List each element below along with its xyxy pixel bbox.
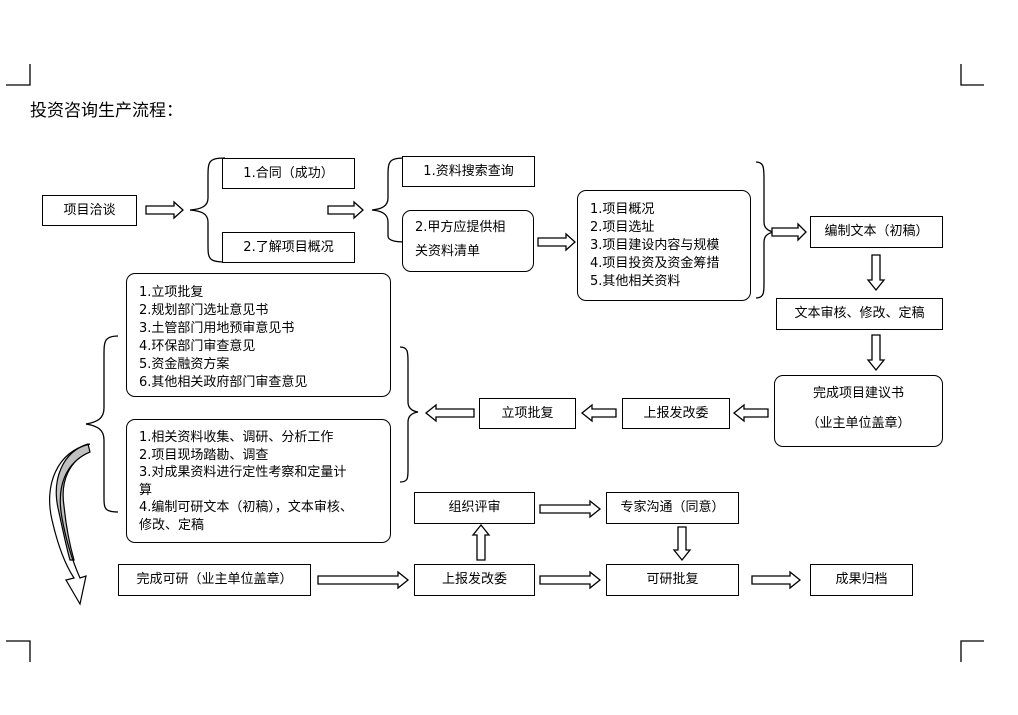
arrow-r-1 — [145, 200, 184, 220]
approval-item: 1.立项批复 — [139, 285, 204, 300]
arrow-r-6 — [539, 570, 602, 590]
page-title: 投资咨询生产流程： — [30, 101, 183, 121]
node-research-list: 1.相关资料收集、调研、分析工作 2.项目现场踏勘、调查 3.对成果资料进行定性… — [126, 419, 391, 543]
node-report-ndrc-2: 上报发改委 — [414, 564, 535, 596]
brace-5 — [85, 335, 119, 513]
arrow-l-2 — [580, 403, 617, 423]
research-item: 4.编制可研文本（初稿），文本审核、 — [139, 500, 353, 515]
node-review: 文本审核、修改、定稿 — [776, 298, 943, 330]
node-archive: 成果归档 — [810, 564, 913, 596]
arrow-u-1 — [471, 523, 491, 561]
brace-2 — [371, 157, 406, 243]
overview-item: 3.项目建设内容与规模 — [590, 238, 720, 253]
node-approval: 立项批复 — [479, 398, 576, 429]
arrow-r-4 — [771, 222, 807, 242]
corner-mark-bl — [6, 640, 31, 662]
arrow-r-7 — [539, 499, 602, 519]
proposal-line-1: 完成项目建议书 — [812, 386, 904, 401]
node-fs-approval: 可研批复 — [606, 564, 739, 596]
node-organize-review: 组织评审 — [414, 492, 535, 524]
approval-item: 2.规划部门选址意见书 — [139, 303, 269, 318]
arrow-l-1 — [732, 403, 769, 423]
brace-3 — [755, 161, 775, 299]
client-docs-line-1: 2.甲方应提供相 — [415, 220, 506, 235]
node-understand: 2.了解项目概况 — [222, 232, 355, 263]
approval-item: 5.资金融资方案 — [139, 357, 230, 372]
arrow-r-3 — [537, 232, 576, 252]
curved-arrow-outline — [49, 443, 91, 606]
node-negotiation: 项目洽谈 — [42, 195, 137, 226]
corner-mark-br — [960, 640, 984, 662]
node-draft: 编制文本（初稿） — [810, 216, 943, 248]
node-report-ndrc-1: 上报发改委 — [622, 398, 730, 429]
arrow-d-1 — [866, 254, 886, 292]
overview-item: 1.项目概况 — [590, 202, 655, 217]
node-feasibility-done: 完成可研（业主单位盖章） — [118, 564, 311, 596]
approval-item: 3.土管部门用地预审意见书 — [139, 321, 295, 336]
node-expert: 专家沟通（同意） — [606, 492, 739, 524]
arrow-r-5 — [317, 570, 410, 590]
overview-item: 2.项目选址 — [590, 220, 655, 235]
node-proposal: 完成项目建议书 （业主单位盖章） — [774, 375, 943, 447]
corner-mark-tl — [6, 64, 31, 86]
research-item: 2.项目现场踏勘、调查 — [139, 447, 269, 463]
arrow-l-3 — [424, 403, 475, 423]
node-search: 1.资料搜索查询 — [402, 156, 535, 187]
overview-item: 5.其他相关资料 — [590, 274, 681, 289]
arrow-r-8 — [751, 570, 802, 590]
overview-item: 4.项目投资及资金筹措 — [590, 256, 720, 271]
brace-1 — [189, 157, 226, 263]
node-client-docs: 2.甲方应提供相 关资料清单 — [402, 210, 534, 272]
client-docs-line-2: 关资料清单 — [415, 244, 481, 259]
approval-item: 4.环保部门审查意见 — [139, 339, 256, 354]
corner-mark-tr — [960, 64, 984, 86]
arrow-r-2 — [327, 200, 364, 220]
node-approval-list: 1.立项批复 2.规划部门选址意见书 3.土管部门用地预审意见书 4.环保部门审… — [126, 273, 391, 397]
approval-item: 6.其他相关政府部门审查意见 — [139, 375, 308, 390]
research-item: 修改、定稿 — [139, 517, 205, 533]
arrow-d-3 — [672, 526, 692, 562]
research-item: 3.对成果资料进行定性考察和定量计 — [139, 465, 347, 480]
node-overview-list: 1.项目概况 2.项目选址 3.项目建设内容与规模 4.项目投资及资金筹措 5.… — [577, 190, 751, 301]
research-item: 算 — [139, 482, 153, 498]
research-item: 1.相关资料收集、调研、分析工作 — [139, 430, 334, 445]
node-contract: 1.合同（成功） — [222, 158, 355, 189]
proposal-line-2: （业主单位盖章） — [806, 416, 911, 431]
arrow-d-2 — [866, 334, 886, 372]
brace-4 — [399, 346, 419, 483]
